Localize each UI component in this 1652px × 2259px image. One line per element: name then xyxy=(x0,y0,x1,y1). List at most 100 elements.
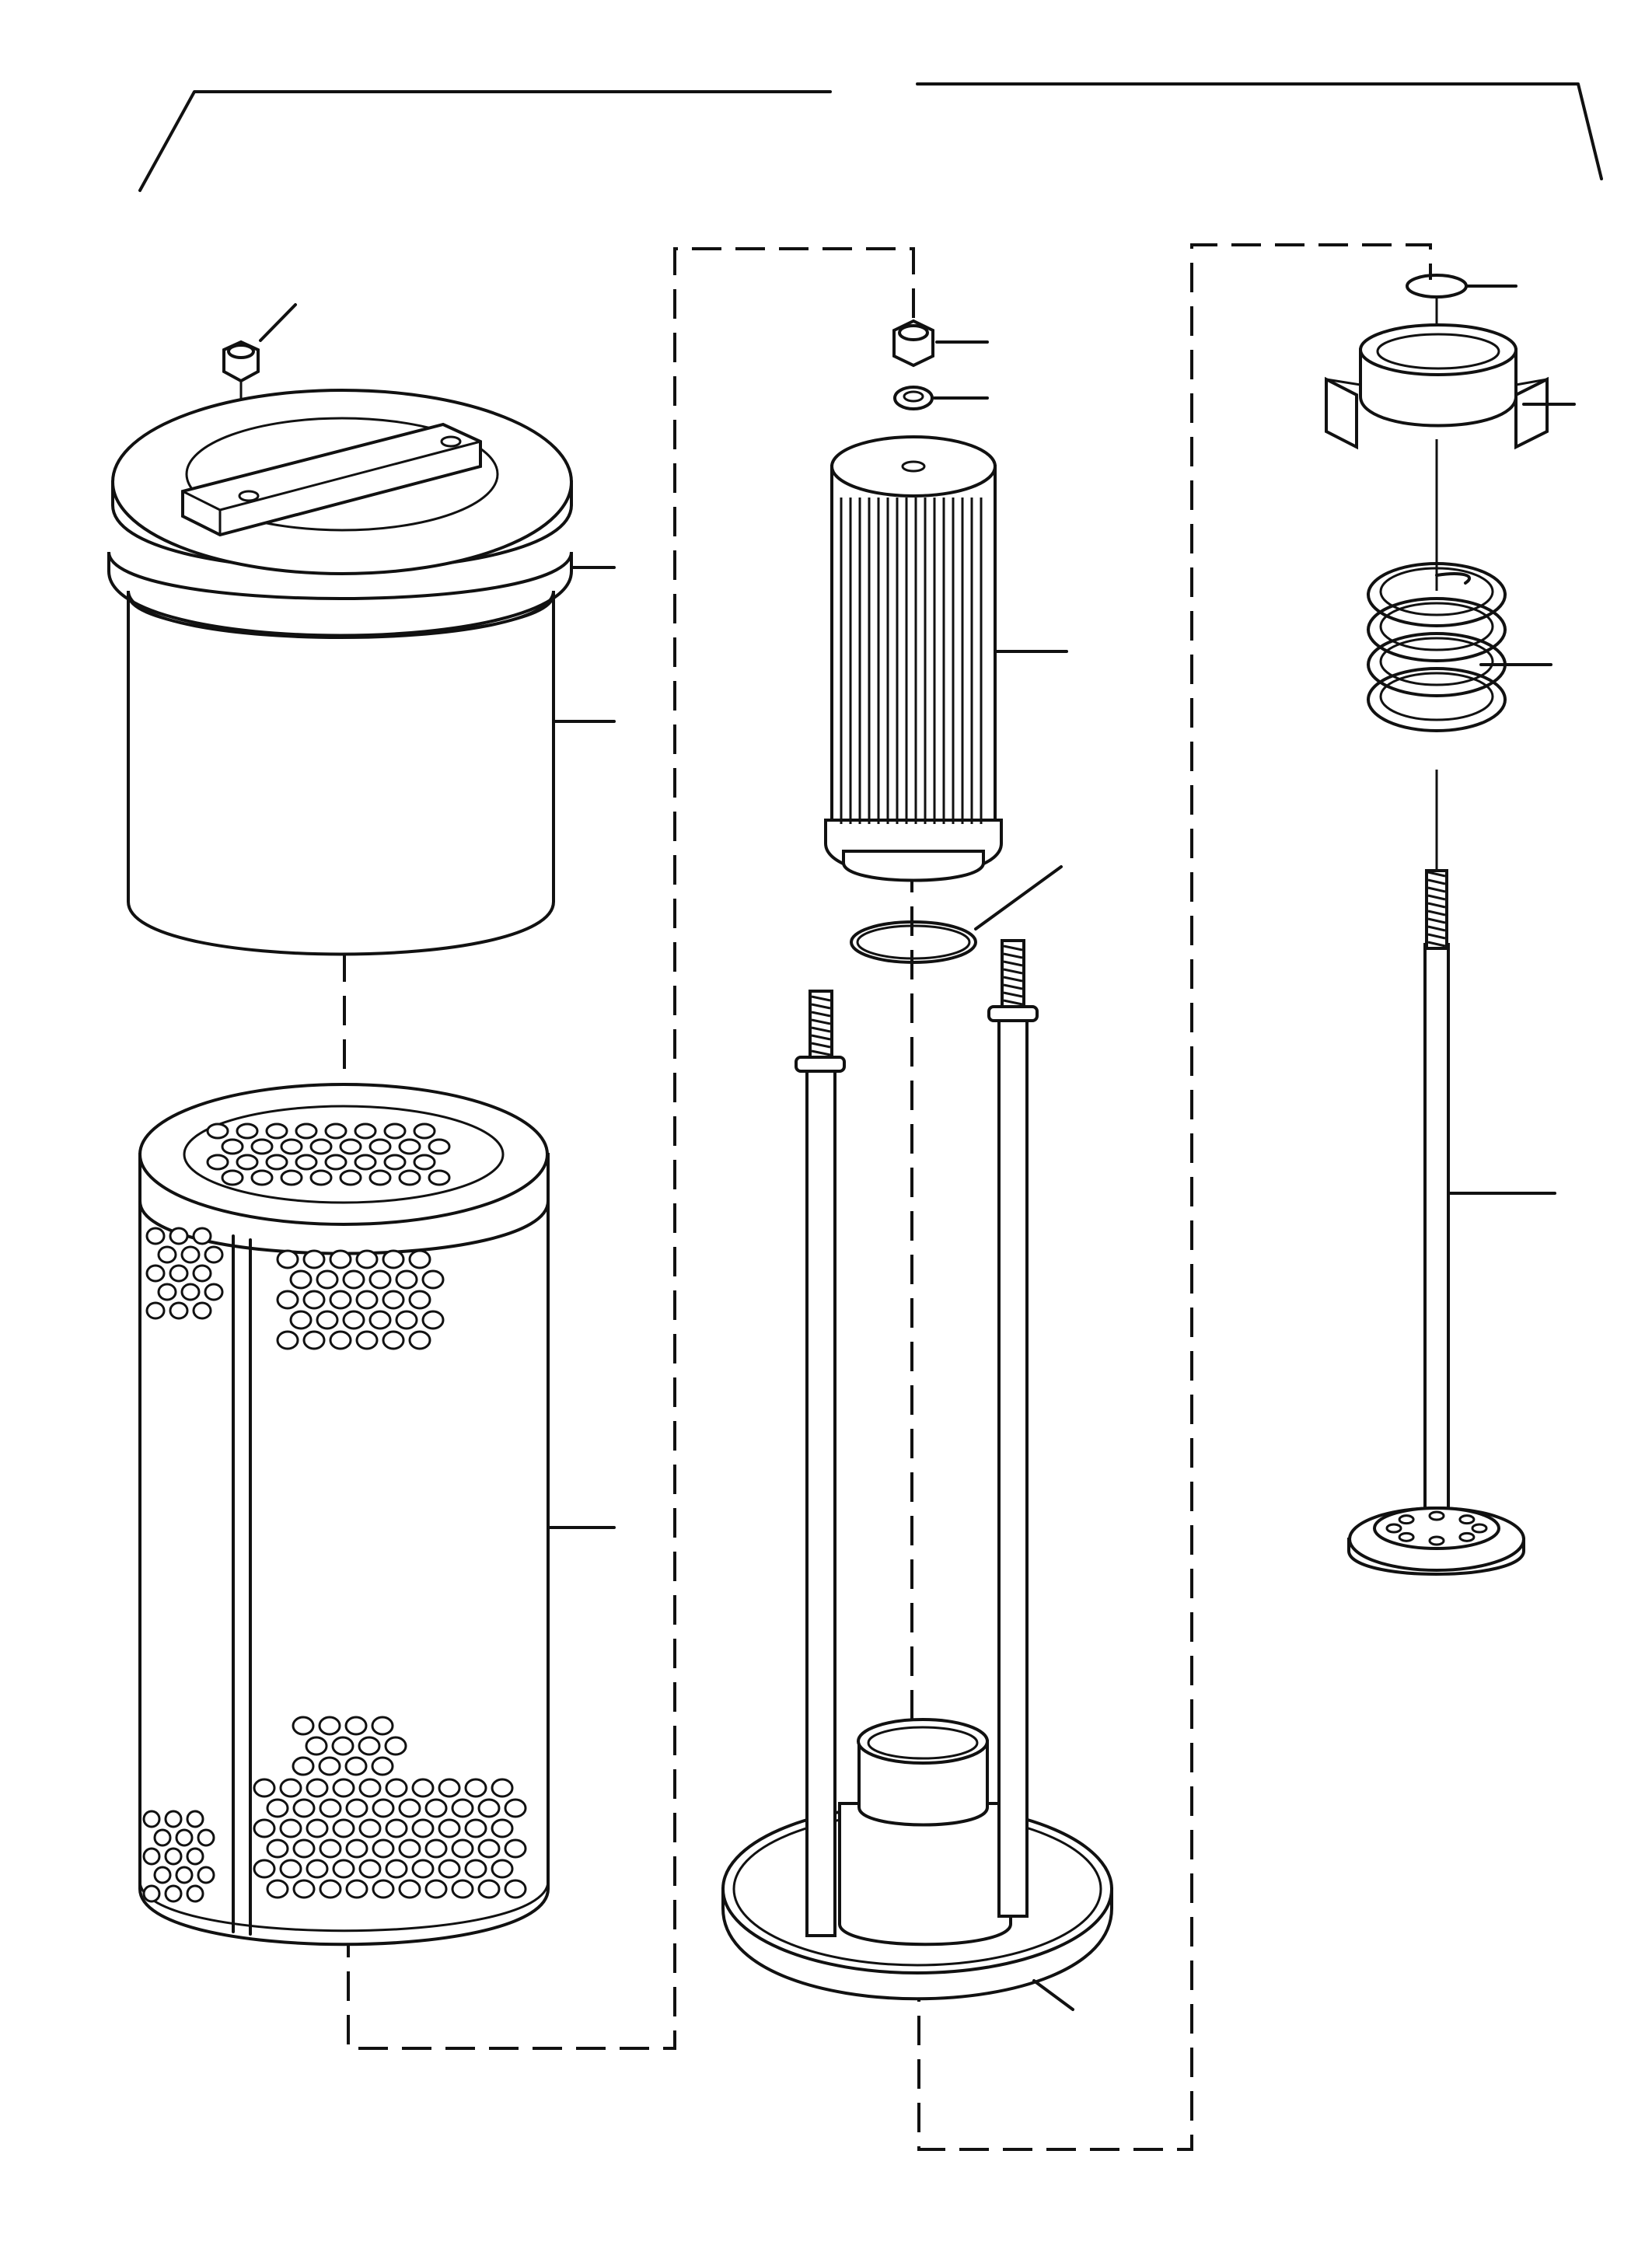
strainer-hole xyxy=(253,1818,276,1838)
strainer-hole xyxy=(324,1154,348,1171)
strainer-hole xyxy=(408,1290,431,1310)
strainer-hole xyxy=(292,1798,316,1818)
strainer-hole xyxy=(368,1169,392,1186)
strainer-hole xyxy=(302,1249,326,1269)
thread-line xyxy=(1427,886,1446,893)
strainer-hole xyxy=(266,1879,289,1899)
strainer-hole xyxy=(345,1838,368,1859)
valve-hole xyxy=(1458,1531,1476,1542)
strainer-hole xyxy=(164,1810,183,1828)
strainer-hole xyxy=(411,1778,435,1798)
strainer-hole xyxy=(411,1859,435,1879)
strainer-hole xyxy=(382,1290,405,1310)
strainer-hole xyxy=(302,1330,326,1350)
strainer-hole xyxy=(339,1169,362,1186)
strainer-hole xyxy=(383,1154,407,1171)
strainer-hole xyxy=(358,1818,382,1838)
strainer-hole xyxy=(236,1154,259,1171)
strainer-hole xyxy=(236,1123,259,1140)
strainer-holes-bottom xyxy=(142,1716,527,1903)
strainer-hole xyxy=(319,1798,342,1818)
strainer-hole xyxy=(438,1859,461,1879)
strainer-hole xyxy=(316,1310,339,1330)
strainer-hole xyxy=(309,1138,333,1155)
element-nut xyxy=(892,319,989,368)
thread-line xyxy=(811,1042,831,1049)
strainer-hole xyxy=(265,1154,288,1171)
strainer-hole xyxy=(192,1301,212,1320)
o-ring xyxy=(850,865,1063,964)
thread-line xyxy=(1427,910,1446,917)
bolt-thread xyxy=(1427,871,1446,948)
strainer-hole xyxy=(164,1847,183,1866)
spring-coil-inner xyxy=(1379,637,1494,686)
strainer-hole xyxy=(383,1123,407,1140)
strainer-hole xyxy=(221,1169,244,1186)
strainer-hole xyxy=(358,1859,382,1879)
strainer-hole xyxy=(175,1828,194,1847)
strainer-hole xyxy=(339,1138,362,1155)
strainer-hole xyxy=(197,1866,215,1884)
thread-line xyxy=(1427,933,1446,940)
valve-hole xyxy=(1428,1510,1445,1521)
strainer-hole xyxy=(421,1269,445,1290)
strainer-hole xyxy=(197,1828,215,1847)
strainer-hole xyxy=(192,1227,212,1245)
strainer-hole xyxy=(504,1838,527,1859)
strainer-hole xyxy=(329,1249,352,1269)
strainer-hole xyxy=(331,1736,354,1756)
strainer-hole xyxy=(451,1838,474,1859)
strainer-hole xyxy=(186,1810,204,1828)
strainer-hole xyxy=(358,1736,381,1756)
strainer-hole xyxy=(266,1838,289,1859)
thread-line xyxy=(811,1003,831,1010)
thread-line xyxy=(1427,902,1446,909)
strainer-hole xyxy=(164,1884,183,1903)
spring-coil xyxy=(1367,562,1507,627)
strainer-hole xyxy=(289,1310,313,1330)
strainer-hole xyxy=(204,1245,224,1264)
strainer-hole xyxy=(491,1818,514,1838)
strainer-hole xyxy=(145,1264,166,1283)
coil-spring xyxy=(1367,562,1552,732)
strainer-hole xyxy=(332,1818,355,1838)
filter-bowl xyxy=(107,551,616,956)
valve-hole xyxy=(1398,1531,1415,1542)
strainer-hole xyxy=(306,1778,329,1798)
strainer-hole xyxy=(413,1123,436,1140)
strainer-hole xyxy=(372,1879,395,1899)
strainer-hole xyxy=(142,1847,161,1866)
strainer-hole xyxy=(428,1138,451,1155)
strainer-hole xyxy=(319,1838,342,1859)
stud-thread-right xyxy=(1001,939,1025,1008)
strainer-hole xyxy=(395,1269,418,1290)
strainer-hole xyxy=(438,1818,461,1838)
thread-line xyxy=(811,1018,831,1025)
strainer-hole xyxy=(192,1264,212,1283)
spring-coil-inner xyxy=(1379,672,1494,721)
group-bracket xyxy=(138,82,1603,192)
strainer-hole xyxy=(329,1330,352,1350)
thread-line xyxy=(1003,991,1023,998)
strainer-hole xyxy=(408,1249,431,1269)
strainer-hole xyxy=(477,1838,501,1859)
strainer-hole xyxy=(385,1778,408,1798)
strainer-holes-top xyxy=(206,1123,451,1186)
strainer-hole xyxy=(318,1756,341,1776)
strainer-hole xyxy=(411,1818,435,1838)
strainer-holes-side xyxy=(145,1227,445,1350)
strainer-hole xyxy=(408,1330,431,1350)
strainer-hole xyxy=(355,1249,379,1269)
spring-coil-inner xyxy=(1379,567,1494,616)
spring-coil xyxy=(1367,597,1507,662)
strainer-hole xyxy=(306,1818,329,1838)
valve-hole xyxy=(1458,1514,1476,1525)
strainer-hole xyxy=(302,1290,326,1310)
strainer-hole xyxy=(309,1169,333,1186)
strainer-hole xyxy=(395,1310,418,1330)
stud-thread-left xyxy=(809,990,833,1059)
valve-hole xyxy=(1385,1523,1402,1534)
strainer-hole xyxy=(424,1838,448,1859)
strainer-hole xyxy=(504,1879,527,1899)
